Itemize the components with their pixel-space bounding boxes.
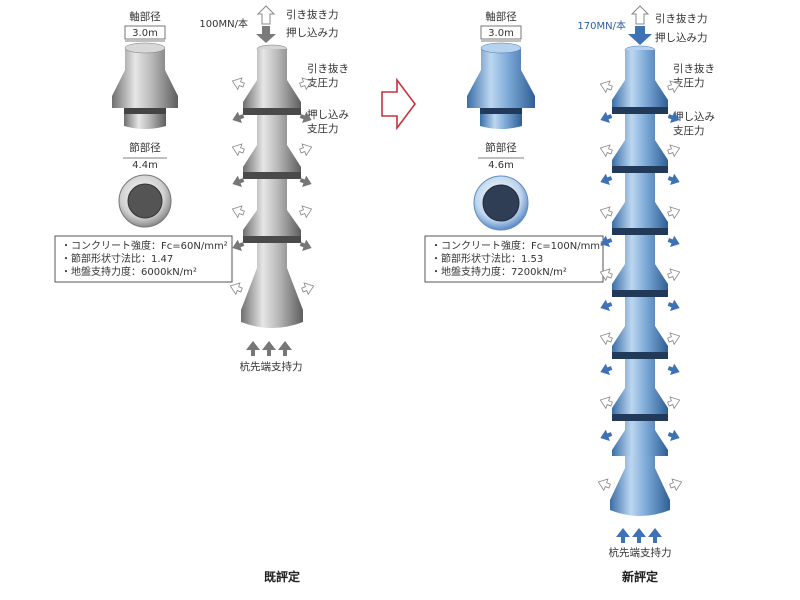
left-spec-concrete: ・コンクリート強度：Fc=60N/mm² <box>61 239 228 252</box>
left-spec-box <box>54 235 233 283</box>
right-spec-concrete: ・コンクリート強度：Fc=100N/mm² <box>431 239 604 252</box>
left-section: 軸部径 3.0m 節部径 4.4m ・コンクリート強度：Fc=60N/mm² ・… <box>54 5 349 584</box>
left-pullout-support-1: 引き抜き <box>307 62 349 75</box>
right-shaft-dia-label: 軸部径 <box>485 10 517 23</box>
left-push-label: 押し込み力 <box>286 26 339 39</box>
right-push-support-1: 押し込み <box>673 110 715 123</box>
right-node-dia-value: 4.6m <box>488 160 514 171</box>
left-spec-ratio: ・節部形状寸法比：1.47 <box>61 252 173 265</box>
right-pullout-arrow-icon <box>630 5 650 25</box>
right-spec-ground: ・地盤支持力度：7200kN/m² <box>431 265 567 278</box>
left-node-model <box>112 42 178 129</box>
left-tip-label: 杭先端支持力 <box>240 360 303 373</box>
left-node-dia-label: 節部径 <box>129 141 161 154</box>
right-pullout-support-1: 引き抜き <box>673 62 715 75</box>
left-push-arrow-icon <box>256 26 276 43</box>
right-node-dia-label: 節部径 <box>485 141 517 154</box>
left-side-arrows <box>229 77 315 296</box>
left-pullout-support-2: 支圧力 <box>307 76 339 89</box>
right-pile <box>610 45 670 516</box>
right-load-value: 170MN/本 <box>577 19 626 32</box>
left-pullout-label: 引き抜き力 <box>286 8 339 21</box>
left-pile <box>241 44 303 328</box>
right-pullout-support-2: 支圧力 <box>673 76 705 89</box>
left-caption: 既評定 <box>264 569 300 584</box>
right-side-arrows <box>597 80 683 492</box>
right-section: 軸部径 3.0m 節部径 4.6m ・コンクリート強度：Fc=100N/mm² … <box>424 5 715 584</box>
right-push-support-2: 支圧力 <box>673 124 705 137</box>
left-cross-section <box>118 174 172 228</box>
right-tip-arrows <box>616 528 662 543</box>
left-spec-ground: ・地盤支持力度：6000kN/m² <box>61 265 197 278</box>
left-shaft-dia-value: 3.0m <box>132 28 158 39</box>
right-spec-box <box>424 235 604 283</box>
right-tip-label: 杭先端支持力 <box>609 546 672 559</box>
left-load-value: 100MN/本 <box>199 17 248 30</box>
right-push-arrow-icon <box>628 26 652 45</box>
left-shaft-dia-label: 軸部径 <box>129 10 161 23</box>
right-pullout-label: 引き抜き力 <box>655 12 708 25</box>
transition-arrow-icon <box>381 77 416 131</box>
left-tip-arrows <box>246 341 292 356</box>
right-shaft-dia-box <box>480 25 522 40</box>
right-push-label: 押し込み力 <box>655 31 708 44</box>
right-spec-ratio: ・節部形状寸法比：1.53 <box>431 252 543 265</box>
left-pullout-arrow-icon <box>256 5 276 25</box>
right-caption: 新評定 <box>622 569 658 584</box>
right-shaft-dia-value: 3.0m <box>488 28 514 39</box>
left-push-support-2: 支圧力 <box>307 122 339 135</box>
left-node-dia-value: 4.4m <box>132 160 158 171</box>
left-shaft-dia-box <box>124 25 166 40</box>
right-node-model <box>467 42 535 129</box>
right-cross-section <box>473 175 529 231</box>
left-push-support-1: 押し込み <box>307 108 349 121</box>
